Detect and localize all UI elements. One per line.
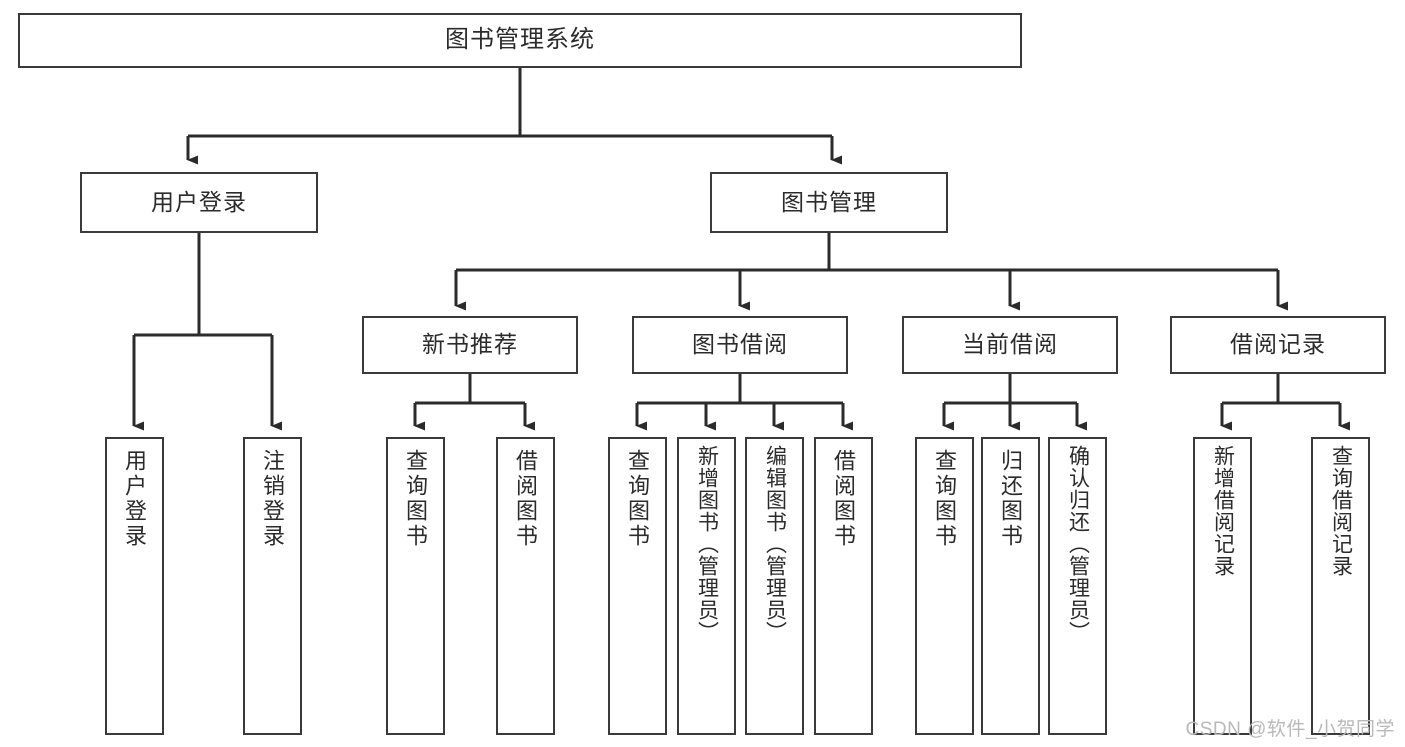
node-label: 图书管理系统 — [445, 26, 595, 54]
leaf-book-borrow-edit-book-admin[interactable]: 编辑图书（管理员） — [745, 437, 804, 735]
node-label: 新增借阅记录 — [1211, 445, 1235, 577]
node-label: 当前借阅 — [962, 331, 1058, 358]
leaf-new-book-borrow-book[interactable]: 借阅图书 — [496, 437, 555, 735]
node-label: 借阅记录 — [1230, 331, 1326, 358]
node-root-book-management-system[interactable]: 图书管理系统 — [18, 13, 1022, 68]
node-label: 图书借阅 — [692, 331, 788, 358]
node-book-management[interactable]: 图书管理 — [710, 172, 948, 233]
leaf-current-borrow-return-book[interactable]: 归还图书 — [981, 437, 1040, 735]
leaf-book-borrow-borrow-book[interactable]: 借阅图书 — [814, 437, 873, 735]
node-label: 图书管理 — [781, 188, 877, 215]
watermark-text: CSDN @软件_小贺同学 — [1185, 719, 1395, 740]
node-label: 借阅图书 — [513, 449, 539, 549]
node-label: 查询图书 — [932, 449, 958, 549]
node-label: 查询借阅记录 — [1329, 445, 1353, 577]
node-label: 用户登录 — [151, 188, 247, 215]
leaf-book-borrow-add-book-admin[interactable]: 新增图书（管理员） — [677, 437, 736, 735]
node-label: 借阅图书 — [831, 449, 857, 549]
node-label: 注销登录 — [260, 449, 286, 549]
leaf-current-borrow-confirm-return-admin[interactable]: 确认归还（管理员） — [1048, 437, 1107, 735]
node-new-book-recommend[interactable]: 新书推荐 — [362, 316, 578, 374]
node-label: 确认归还（管理员） — [1066, 445, 1090, 643]
node-user-login[interactable]: 用户登录 — [80, 172, 318, 233]
node-label: 查询图书 — [625, 449, 651, 549]
leaf-user-login-login[interactable]: 用户登录 — [105, 437, 164, 735]
node-label: 新增图书（管理员） — [695, 445, 719, 643]
node-label: 用户登录 — [122, 449, 148, 549]
node-label: 编辑图书（管理员） — [763, 445, 787, 643]
node-label: 查询图书 — [403, 449, 429, 549]
node-borrow-record[interactable]: 借阅记录 — [1170, 316, 1386, 374]
node-label: 归还图书 — [998, 449, 1024, 549]
leaf-borrow-record-query-record[interactable]: 查询借阅记录 — [1311, 437, 1370, 735]
leaf-book-borrow-query-book[interactable]: 查询图书 — [608, 437, 667, 735]
leaf-user-login-logout[interactable]: 注销登录 — [243, 437, 302, 735]
node-label: 新书推荐 — [422, 331, 518, 358]
node-book-borrow[interactable]: 图书借阅 — [632, 316, 848, 374]
node-current-borrow[interactable]: 当前借阅 — [902, 316, 1118, 374]
leaf-new-book-query-book[interactable]: 查询图书 — [386, 437, 445, 735]
leaf-current-borrow-query-book[interactable]: 查询图书 — [915, 437, 974, 735]
leaf-borrow-record-add-record[interactable]: 新增借阅记录 — [1193, 437, 1252, 735]
